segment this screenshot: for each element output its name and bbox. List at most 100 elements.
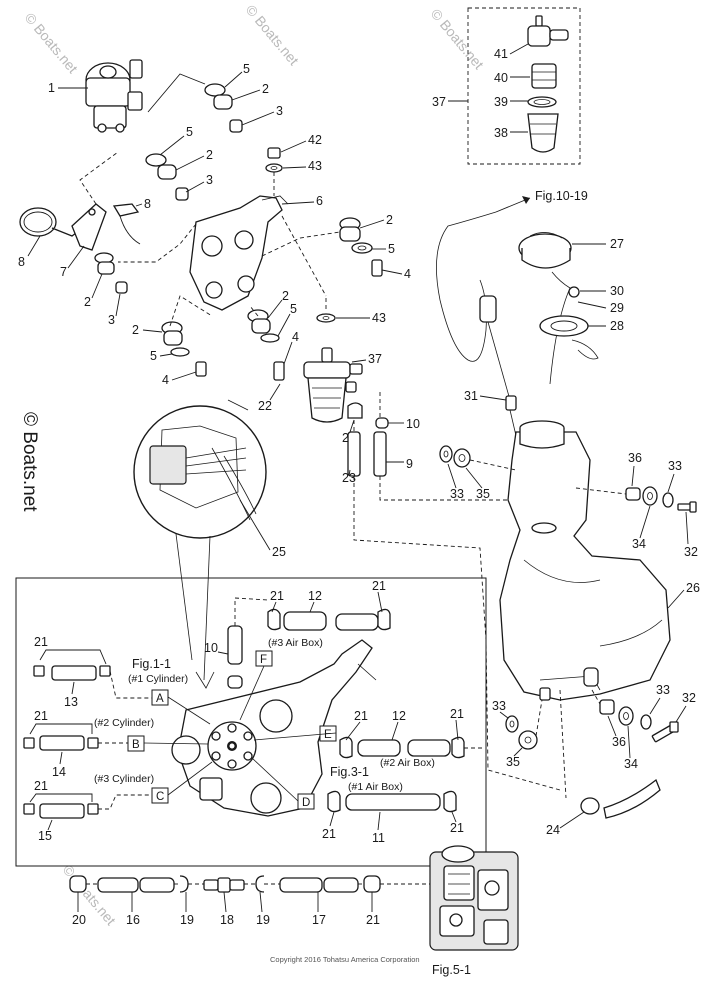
callout-30: 30: [610, 284, 624, 298]
callout-8a: 8: [18, 255, 25, 269]
clip-19a: [179, 875, 189, 893]
washer-33d: [640, 714, 652, 730]
filter-element-40: [531, 63, 557, 89]
callout-29: 29: [610, 301, 624, 315]
callout-10b: 10: [204, 641, 218, 655]
callout-38: 38: [494, 126, 508, 140]
callout-25: 25: [272, 545, 286, 559]
washer-33c: [505, 715, 519, 733]
watermark-bottom: © Boats.net: [60, 862, 119, 929]
callout-8b: 8: [144, 197, 151, 211]
cap-20: [69, 875, 87, 893]
callout-12a: 12: [308, 589, 322, 603]
callout-5e: 5: [290, 302, 297, 316]
callout-9: 9: [406, 457, 413, 471]
callout-37a: 37: [368, 352, 382, 366]
callout-27: 27: [610, 237, 624, 251]
callout-43b: 43: [372, 311, 386, 325]
fig-3-1-ref: Fig.3-1: [330, 765, 369, 779]
hose-12-mid: [339, 736, 465, 759]
callout-11: 11: [372, 831, 385, 845]
callout-2a: 2: [262, 82, 269, 96]
callout-3c: 3: [108, 313, 115, 327]
callout-21e: 21: [372, 579, 386, 593]
svg-text:F: F: [260, 654, 267, 666]
callout-40: 40: [494, 71, 508, 85]
label-cyl3: (#3 Cylinder): [94, 773, 154, 785]
watermark-top-mid: © Boats.net: [243, 2, 302, 69]
spacer-36b: [599, 699, 615, 715]
callout-43a: 43: [308, 159, 322, 173]
callout-41: 41: [494, 47, 508, 61]
hose-routing-frame: [15, 577, 487, 867]
hose-joint-24b: [580, 778, 661, 819]
fig-10-19-ref: Fig.10-19: [535, 189, 588, 203]
label-air2: (#2 Air Box): [380, 757, 435, 769]
detail-callout-circle: [133, 399, 267, 539]
callout-13: 13: [64, 695, 78, 709]
callout-20: 20: [72, 913, 86, 927]
callout-21h: 21: [322, 827, 336, 841]
letter-box-b: B: [127, 735, 145, 752]
svg-text:D: D: [302, 797, 310, 809]
grommet-set-left: [94, 252, 128, 294]
callout-15: 15: [38, 829, 52, 843]
watermark-left-big: © Boats.net: [19, 412, 40, 512]
callout-35a: 35: [476, 487, 490, 501]
callout-24b: 24: [546, 823, 560, 837]
callout-33a: 33: [450, 487, 464, 501]
callout-19a: 19: [180, 913, 194, 927]
hose-9: [373, 431, 387, 477]
filter-cup-38: [527, 113, 559, 153]
grommet-set-upper: [145, 83, 243, 201]
callout-31: 31: [464, 389, 478, 403]
callout-35b: 35: [506, 755, 520, 769]
watermark-top-left: © Boats.net: [22, 10, 81, 77]
bolt-32a: [677, 501, 697, 513]
cap-10: [375, 417, 389, 429]
oil-filter-37: [303, 347, 363, 423]
clip-19b: [255, 875, 265, 893]
callout-4c: 4: [292, 330, 299, 344]
callout-23: 23: [342, 471, 356, 485]
callout-14: 14: [52, 765, 66, 779]
hose-14: [23, 735, 99, 751]
washer-43-top: [265, 163, 283, 173]
nut-42: [267, 147, 281, 159]
callout-5c: 5: [388, 242, 395, 256]
callout-21j: 21: [366, 913, 380, 927]
callout-39: 39: [494, 95, 508, 109]
callout-34b: 34: [624, 757, 638, 771]
callout-16: 16: [126, 913, 140, 927]
callout-4b: 4: [162, 373, 169, 387]
letter-box-c: C: [151, 787, 169, 804]
svg-text:A: A: [156, 693, 164, 705]
callout-21g: 21: [450, 707, 464, 721]
callout-2b: 2: [206, 148, 213, 162]
callout-37b: 37: [432, 95, 446, 109]
callout-21f: 21: [354, 709, 368, 723]
callout-19b: 19: [256, 913, 270, 927]
watermark-top-right: © Boats.net: [428, 6, 487, 73]
svg-text:E: E: [324, 729, 332, 741]
callout-21b: 21: [34, 709, 48, 723]
label-cyl2: (#2 Cylinder): [94, 717, 154, 729]
svg-text:B: B: [132, 739, 140, 751]
grommet-34b: [618, 706, 634, 726]
nut-35a: [453, 448, 471, 468]
callout-12b: 12: [392, 709, 406, 723]
callout-36a: 36: [628, 451, 642, 465]
svg-text:C: C: [156, 791, 164, 803]
oil-tank-26: [499, 420, 671, 701]
callout-5a: 5: [243, 62, 250, 76]
hose-17: [279, 877, 359, 893]
grommet-set-right: [339, 217, 383, 277]
filter-assembly-box: [467, 7, 581, 165]
bolt-32b: [651, 721, 679, 743]
callout-6: 6: [316, 194, 323, 208]
callout-5d: 5: [150, 349, 157, 363]
label-air3: (#3 Air Box): [268, 637, 323, 649]
nut-35b: [518, 730, 538, 750]
distribution-block: [171, 639, 377, 817]
spacer-36a: [625, 487, 641, 501]
